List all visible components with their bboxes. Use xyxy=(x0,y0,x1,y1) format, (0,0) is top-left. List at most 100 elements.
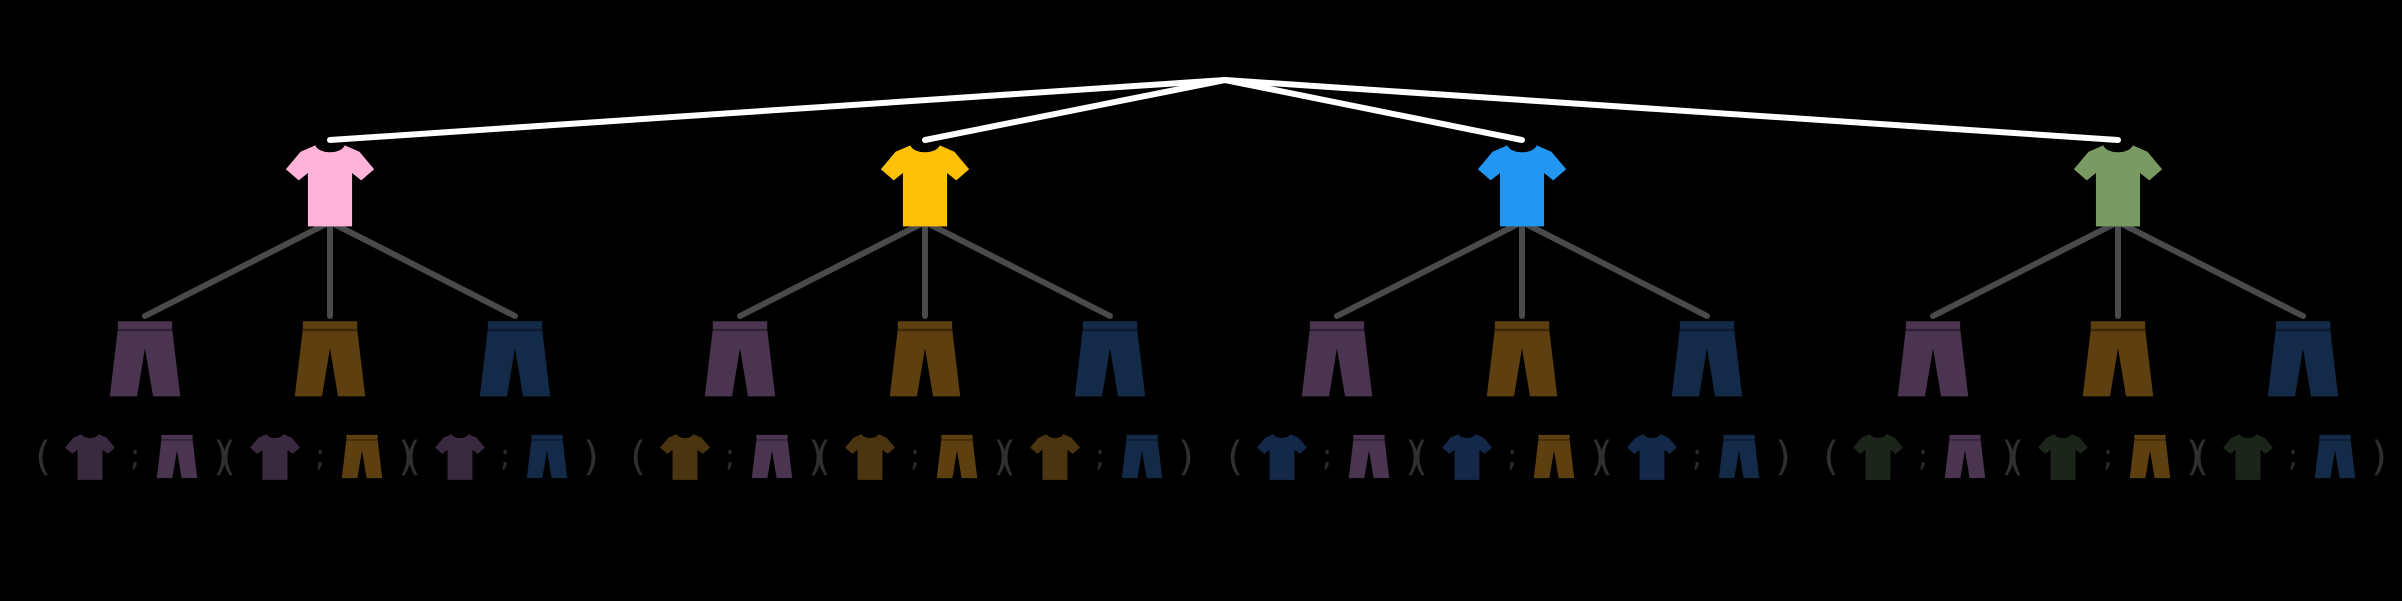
close-paren: ) xyxy=(1590,434,1606,480)
tshirt-icon xyxy=(285,145,375,227)
close-paren: ) xyxy=(993,434,1009,480)
combination-pair: (;) xyxy=(1597,434,1791,480)
combination-pair: (;) xyxy=(630,434,824,480)
combination-pair: (;) xyxy=(1823,434,2017,480)
tshirt-icon xyxy=(2038,434,2088,480)
combination-pair: (;) xyxy=(2008,434,2202,480)
tshirt-icon xyxy=(1627,434,1677,480)
separator: ; xyxy=(500,439,510,474)
pants-icon xyxy=(751,434,793,479)
separator: ; xyxy=(1322,439,1332,474)
pants-icon xyxy=(1348,434,1390,479)
branch-edge xyxy=(737,219,928,319)
pants-icon xyxy=(1671,321,1743,397)
combination-pair: (;) xyxy=(1412,434,1606,480)
separator: ; xyxy=(1095,439,1105,474)
root-edge xyxy=(1222,77,1525,143)
tree-nodes xyxy=(109,145,2339,397)
pants-icon xyxy=(109,321,181,397)
open-paren: ( xyxy=(2008,434,2024,480)
open-paren: ( xyxy=(35,434,51,480)
root-edge xyxy=(922,77,1228,143)
separator: ; xyxy=(315,439,325,474)
tshirt-icon xyxy=(1030,434,1080,480)
root-edge xyxy=(1222,77,2121,143)
close-paren: ) xyxy=(398,434,414,480)
combination-pair: (;) xyxy=(35,434,229,480)
pants-icon xyxy=(1718,434,1760,479)
open-paren: ( xyxy=(630,434,646,480)
open-paren: ( xyxy=(1000,434,1016,480)
open-paren: ( xyxy=(220,434,236,480)
branch-edge xyxy=(2115,219,2306,319)
pants-icon xyxy=(1074,321,1146,397)
tshirt-icon xyxy=(2223,434,2273,480)
tshirt-icon xyxy=(845,434,895,480)
branch-edge xyxy=(142,219,333,319)
open-paren: ( xyxy=(1823,434,1839,480)
combination-pair: (;) xyxy=(1000,434,1194,480)
pants-icon xyxy=(2314,434,2356,479)
branch-edge xyxy=(1930,219,2121,319)
close-paren: ) xyxy=(808,434,824,480)
tshirt-icon xyxy=(435,434,485,480)
open-paren: ( xyxy=(815,434,831,480)
close-paren: ) xyxy=(1775,434,1791,480)
separator: ; xyxy=(130,439,140,474)
branch-edge xyxy=(1334,219,1525,319)
tshirt-icon xyxy=(1853,434,1903,480)
pants-icon xyxy=(156,434,198,479)
tshirt-icon xyxy=(660,434,710,480)
close-paren: ) xyxy=(2186,434,2202,480)
pants-icon xyxy=(2082,321,2154,397)
branch-edge xyxy=(327,219,518,319)
separator: ; xyxy=(1507,439,1517,474)
combination-pair: (;) xyxy=(1227,434,1421,480)
pants-icon xyxy=(1486,321,1558,397)
combination-pair: (;) xyxy=(2193,434,2387,480)
separator: ; xyxy=(1918,439,1928,474)
close-paren: ) xyxy=(2371,434,2387,480)
close-paren: ) xyxy=(213,434,229,480)
pants-icon xyxy=(936,434,978,479)
pants-icon xyxy=(2129,434,2171,479)
combination-row: (;)(;)(;)(;)(;)(;)(;)(;)(;)(;)(;)(;) xyxy=(35,434,2387,480)
pants-icon xyxy=(1301,321,1373,397)
separator: ; xyxy=(2288,439,2298,474)
combination-pair: (;) xyxy=(815,434,1009,480)
root-edge xyxy=(327,77,1228,143)
pants-icon xyxy=(1533,434,1575,479)
separator: ; xyxy=(725,439,735,474)
tshirt-icon xyxy=(250,434,300,480)
separator: ; xyxy=(2103,439,2113,474)
combination-pair: (;) xyxy=(405,434,599,480)
pants-icon xyxy=(2267,321,2339,397)
close-paren: ) xyxy=(583,434,599,480)
separator: ; xyxy=(910,439,920,474)
close-paren: ) xyxy=(1405,434,1421,480)
pants-icon xyxy=(479,321,551,397)
tshirt-icon xyxy=(2073,145,2163,227)
tree-edges xyxy=(142,77,2306,319)
tshirt-icon xyxy=(65,434,115,480)
open-paren: ( xyxy=(405,434,421,480)
pants-icon xyxy=(889,321,961,397)
tshirt-icon xyxy=(1257,434,1307,480)
pants-icon xyxy=(341,434,383,479)
tshirt-icon xyxy=(880,145,970,227)
pants-icon xyxy=(294,321,366,397)
tshirt-icon xyxy=(1442,434,1492,480)
pants-icon xyxy=(1121,434,1163,479)
tshirt-icon xyxy=(1477,145,1567,227)
pants-icon xyxy=(704,321,776,397)
close-paren: ) xyxy=(2001,434,2017,480)
open-paren: ( xyxy=(1597,434,1613,480)
pants-icon xyxy=(1897,321,1969,397)
pants-icon xyxy=(1944,434,1986,479)
close-paren: ) xyxy=(1178,434,1194,480)
open-paren: ( xyxy=(1412,434,1428,480)
combination-pair: (;) xyxy=(220,434,414,480)
separator: ; xyxy=(1692,439,1702,474)
pants-icon xyxy=(526,434,568,479)
